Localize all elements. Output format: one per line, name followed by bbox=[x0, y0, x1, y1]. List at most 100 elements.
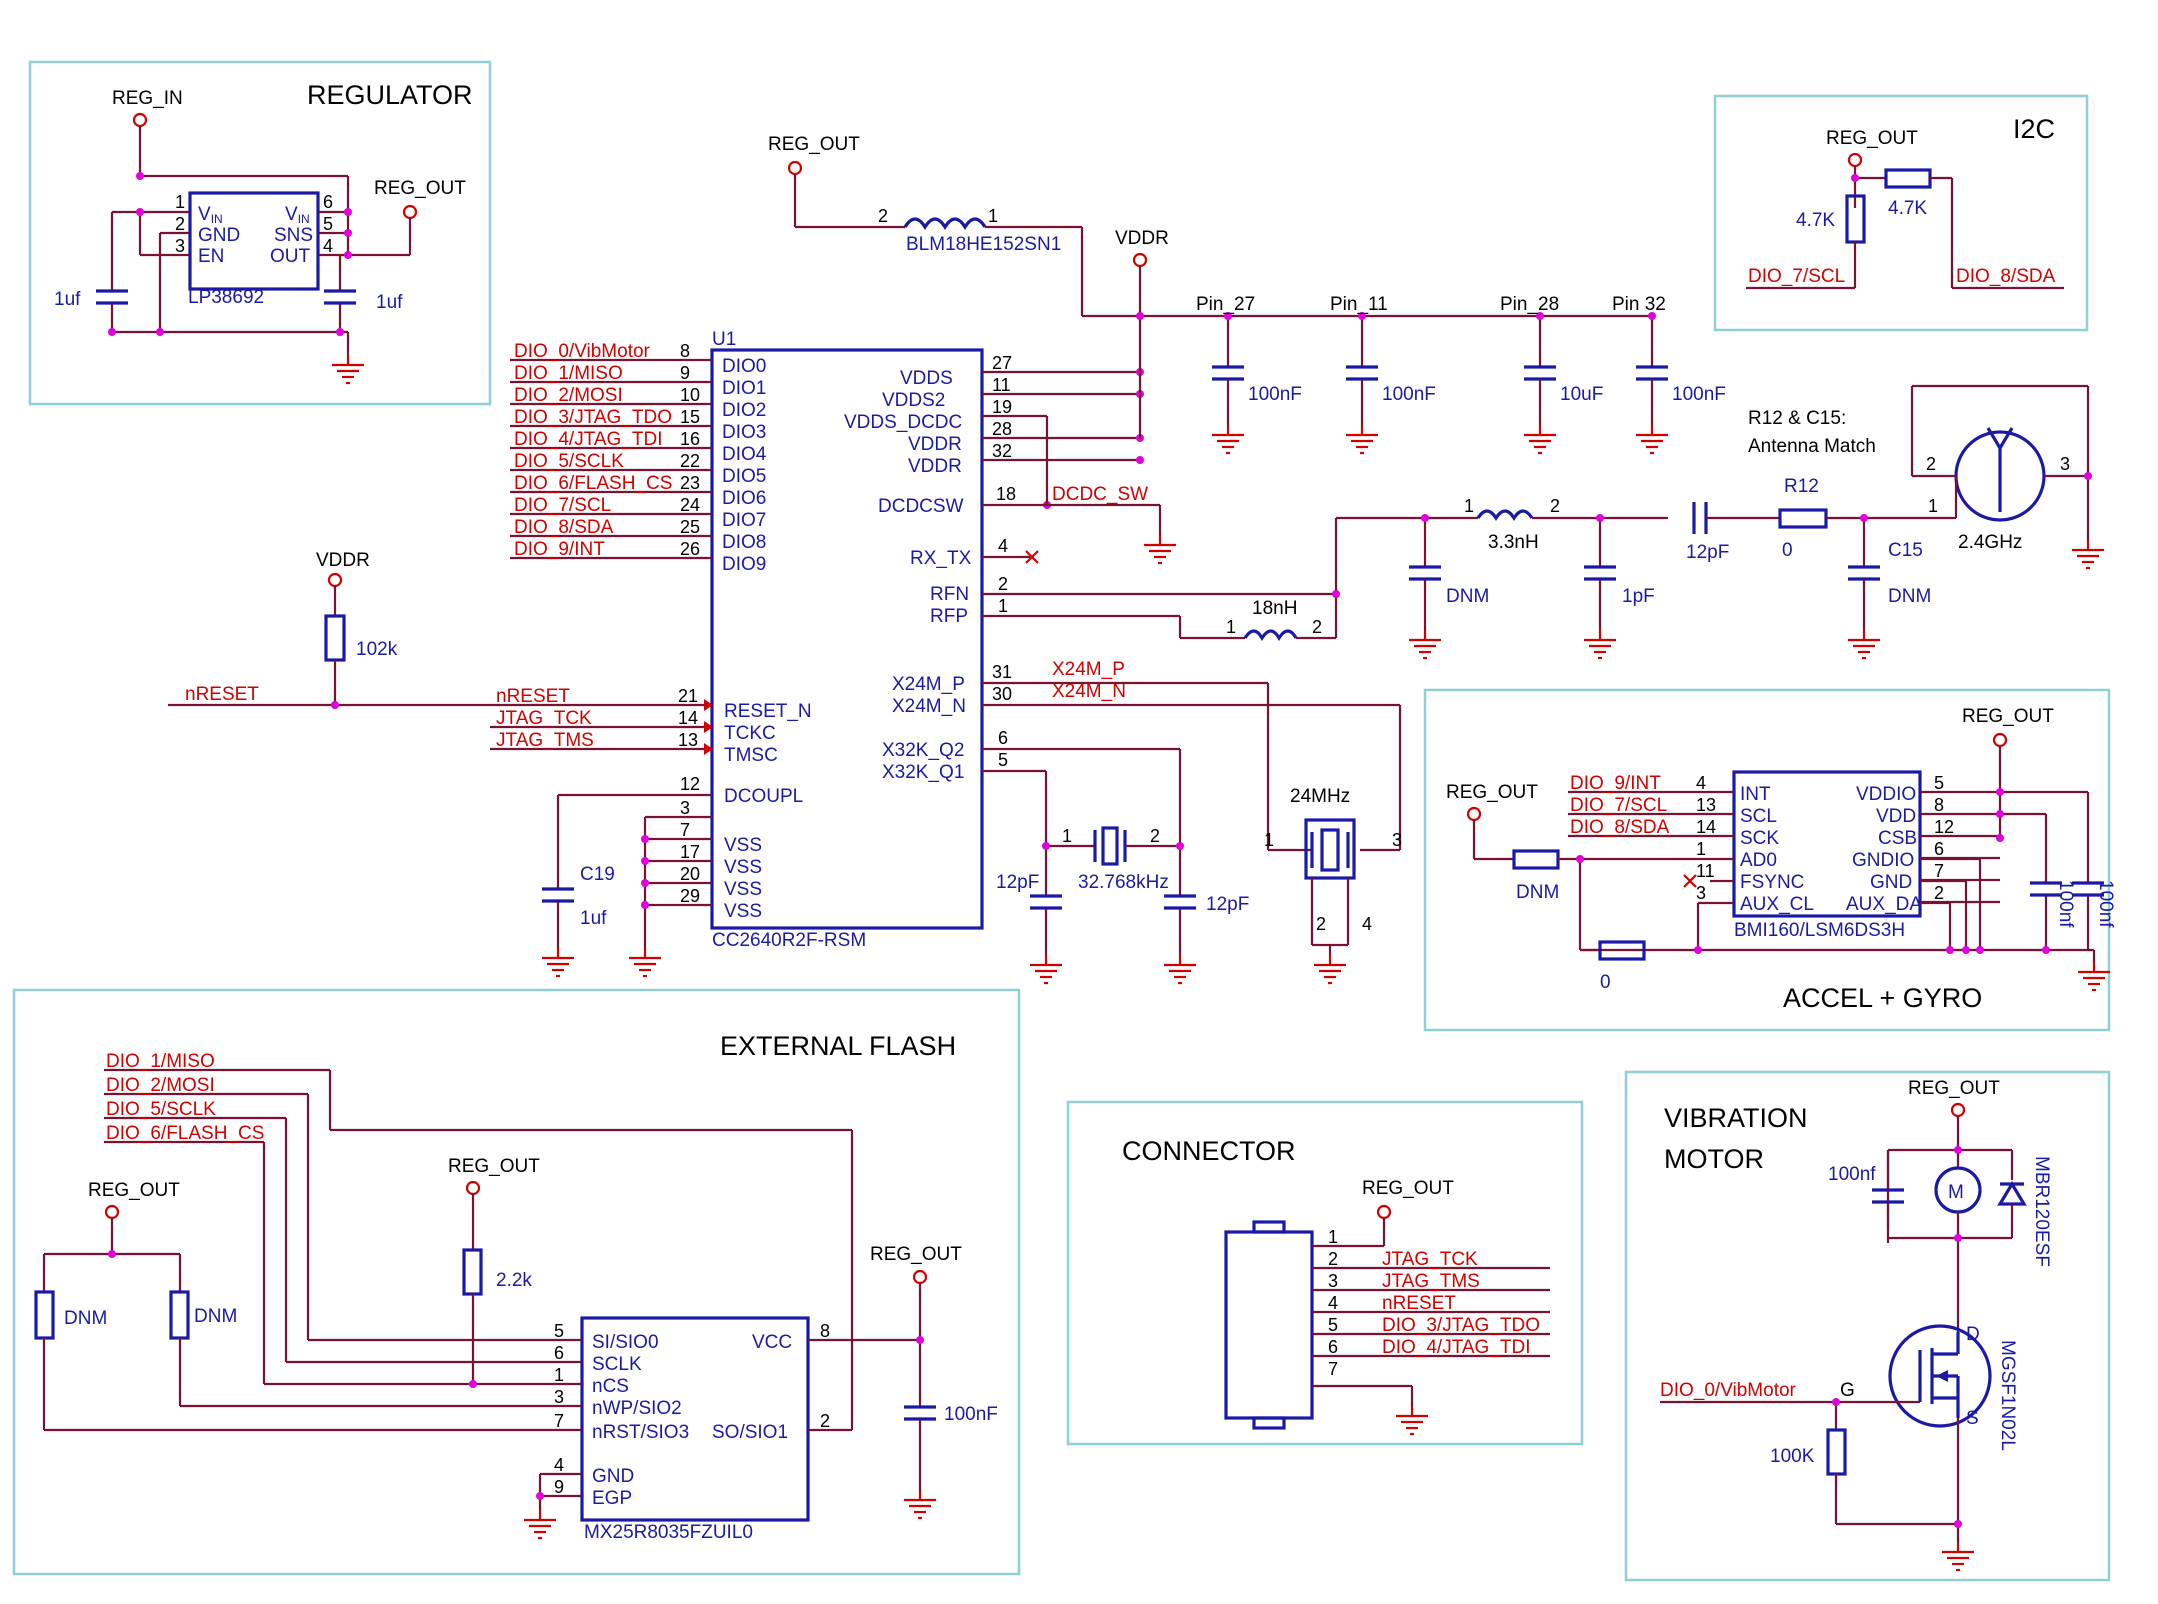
mcu-pin-name: VDDS_DCDC bbox=[844, 412, 962, 433]
svg-text:2: 2 bbox=[1926, 454, 1936, 474]
mcu-net-label: DIO_3/JTAG_TDO bbox=[514, 407, 672, 428]
rail-pin-label: Pin_11 bbox=[1330, 294, 1388, 315]
svg-text:C15: C15 bbox=[1888, 540, 1923, 561]
imu-ic bbox=[1732, 770, 1922, 918]
mcu-pin-name: DIO7 bbox=[722, 510, 766, 531]
imu-pin-name: SCK bbox=[1740, 828, 1779, 849]
mcu-pin-name: VSS bbox=[724, 879, 762, 900]
motor-symbol: M bbox=[1948, 1182, 1964, 1203]
flash-block: MX25R8035FZUIL0 DIO_1/MISODIO_2/MOSIDIO_… bbox=[34, 1051, 998, 1543]
mcu-net-label: DIO_6/FLASH_CS bbox=[514, 473, 672, 494]
svg-text:MGSF1N02L: MGSF1N02L bbox=[1997, 1340, 2018, 1451]
flash-pin-name: EGP bbox=[592, 1488, 632, 1509]
svg-text:1: 1 bbox=[1062, 826, 1072, 846]
regulator-block: REG_IN REG_OUT 1 2 3 6 5 4 VIN GND EN VI… bbox=[54, 88, 466, 385]
svg-text:1: 1 bbox=[1928, 496, 1938, 516]
flash-pin-number: 3 bbox=[554, 1387, 564, 1407]
mcu-pin-name: TMSC bbox=[724, 745, 778, 766]
svg-text:DIO_8/SDA: DIO_8/SDA bbox=[1956, 266, 2056, 287]
mcu-pin-number: 8 bbox=[680, 341, 690, 361]
svg-text:2.4GHz: 2.4GHz bbox=[1958, 532, 2022, 553]
connector-net-label: JTAG_TMS bbox=[1382, 1271, 1480, 1292]
svg-text:6: 6 bbox=[323, 192, 333, 212]
imu-pin-number: 14 bbox=[1696, 817, 1716, 837]
imu-pin-name: VDD bbox=[1876, 806, 1916, 827]
mcu-pin-name: DIO2 bbox=[722, 400, 766, 421]
svg-text:2.2k: 2.2k bbox=[496, 1270, 532, 1291]
mcu-pin-name: VSS bbox=[724, 857, 762, 878]
regulator-title: REGULATOR bbox=[307, 80, 473, 110]
svg-text:VIN: VIN bbox=[285, 204, 310, 226]
mcu-pin-name: DIO3 bbox=[722, 422, 766, 443]
svg-text:X24M_N: X24M_N bbox=[1052, 681, 1126, 702]
mcu-pin-name: VDDS2 bbox=[882, 390, 945, 411]
mcu-pin-number: 16 bbox=[680, 429, 700, 449]
mcu-pin-number: 32 bbox=[992, 441, 1012, 461]
svg-text:VDDR: VDDR bbox=[316, 550, 370, 571]
flash-net-label: DIO_1/MISO bbox=[106, 1051, 215, 1072]
flash-net-label: DIO_5/SCLK bbox=[106, 1099, 216, 1120]
svg-text:4: 4 bbox=[998, 536, 1008, 556]
svg-text:BLM18HE152SN1: BLM18HE152SN1 bbox=[906, 234, 1061, 255]
imu-pin-name: FSYNC bbox=[1740, 872, 1804, 893]
svg-text:1uf: 1uf bbox=[580, 908, 607, 929]
connector-pin-number: 1 bbox=[1328, 1227, 1338, 1247]
i2c-frame bbox=[1713, 94, 2089, 332]
svg-text:4.7K: 4.7K bbox=[1888, 198, 1927, 219]
mcu-net-label: DIO_8/SDA bbox=[514, 517, 614, 538]
svg-text:OUT: OUT bbox=[270, 246, 311, 267]
svg-text:1: 1 bbox=[1264, 830, 1274, 850]
imu-pin-number: 8 bbox=[1934, 795, 1944, 815]
svg-text:C19: C19 bbox=[580, 864, 615, 885]
svg-text:1: 1 bbox=[1226, 617, 1236, 637]
imu-net-label: DIO_9/INT bbox=[1570, 773, 1661, 794]
mcu-net-label: JTAG_TMS bbox=[496, 730, 594, 751]
svg-text:DIO_7/SCL: DIO_7/SCL bbox=[1748, 266, 1845, 287]
connector-body bbox=[1224, 1230, 1314, 1420]
regulator-frame bbox=[28, 60, 492, 406]
mcu-pin-name: VDDR bbox=[908, 456, 962, 477]
imu-pin-name: GNDIO bbox=[1852, 850, 1914, 871]
mcu-pin-name: VDDS bbox=[900, 368, 953, 389]
svg-text:REG_OUT: REG_OUT bbox=[1826, 128, 1918, 149]
svg-text:100nf: 100nf bbox=[2095, 880, 2116, 928]
flash-pin-number: 9 bbox=[554, 1477, 564, 1497]
rail-pin-label: Pin_27 bbox=[1196, 294, 1255, 315]
mcu-pin-name: VSS bbox=[724, 901, 762, 922]
svg-text:RFN: RFN bbox=[930, 584, 969, 605]
svg-text:X32K_Q1: X32K_Q1 bbox=[882, 762, 964, 783]
mcu-net-label: JTAG_TCK bbox=[496, 708, 592, 729]
svg-text:REG_OUT: REG_OUT bbox=[1908, 1078, 2000, 1099]
flash-pin-name: GND bbox=[592, 1466, 634, 1487]
flash-title: EXTERNAL FLASH bbox=[720, 1031, 956, 1061]
mcu-pin-number: 19 bbox=[992, 397, 1012, 417]
mcu-net-label: DIO_9/INT bbox=[514, 539, 605, 560]
flash-pin-number: 4 bbox=[554, 1455, 564, 1475]
svg-text:4: 4 bbox=[1362, 914, 1372, 934]
mcu-pin-number: 23 bbox=[680, 473, 700, 493]
svg-text:0: 0 bbox=[1600, 972, 1611, 993]
imu-pin-name: INT bbox=[1740, 784, 1771, 805]
imu-pin-number: 13 bbox=[1696, 795, 1716, 815]
svg-text:1uf: 1uf bbox=[376, 292, 403, 313]
connector-title: CONNECTOR bbox=[1122, 1136, 1296, 1166]
mcu-pin-number: 28 bbox=[992, 419, 1012, 439]
mcu-net-label: DIO_0/VibMotor bbox=[514, 341, 651, 362]
flash-pin-name: nCS bbox=[592, 1376, 629, 1397]
mcu-pin-number: 21 bbox=[678, 686, 698, 706]
svg-text:X24M_P: X24M_P bbox=[892, 674, 965, 695]
connector-pin-number: 5 bbox=[1328, 1315, 1338, 1335]
connector-pin-number: 4 bbox=[1328, 1293, 1338, 1313]
svg-text:12: 12 bbox=[680, 774, 700, 794]
svg-text:MBR120ESF: MBR120ESF bbox=[2031, 1156, 2052, 1267]
svg-text:VIN: VIN bbox=[198, 204, 223, 226]
svg-text:D: D bbox=[1966, 1324, 1980, 1345]
mcu-pin-name: VDDR bbox=[908, 434, 962, 455]
svg-text:nRESET: nRESET bbox=[185, 684, 259, 705]
mcu-pin-number: 20 bbox=[680, 864, 700, 884]
connector-pin-number: 2 bbox=[1328, 1249, 1338, 1269]
svg-text:2: 2 bbox=[175, 214, 185, 234]
svg-text:RX_TX: RX_TX bbox=[910, 548, 972, 569]
svg-text:1: 1 bbox=[998, 596, 1008, 616]
